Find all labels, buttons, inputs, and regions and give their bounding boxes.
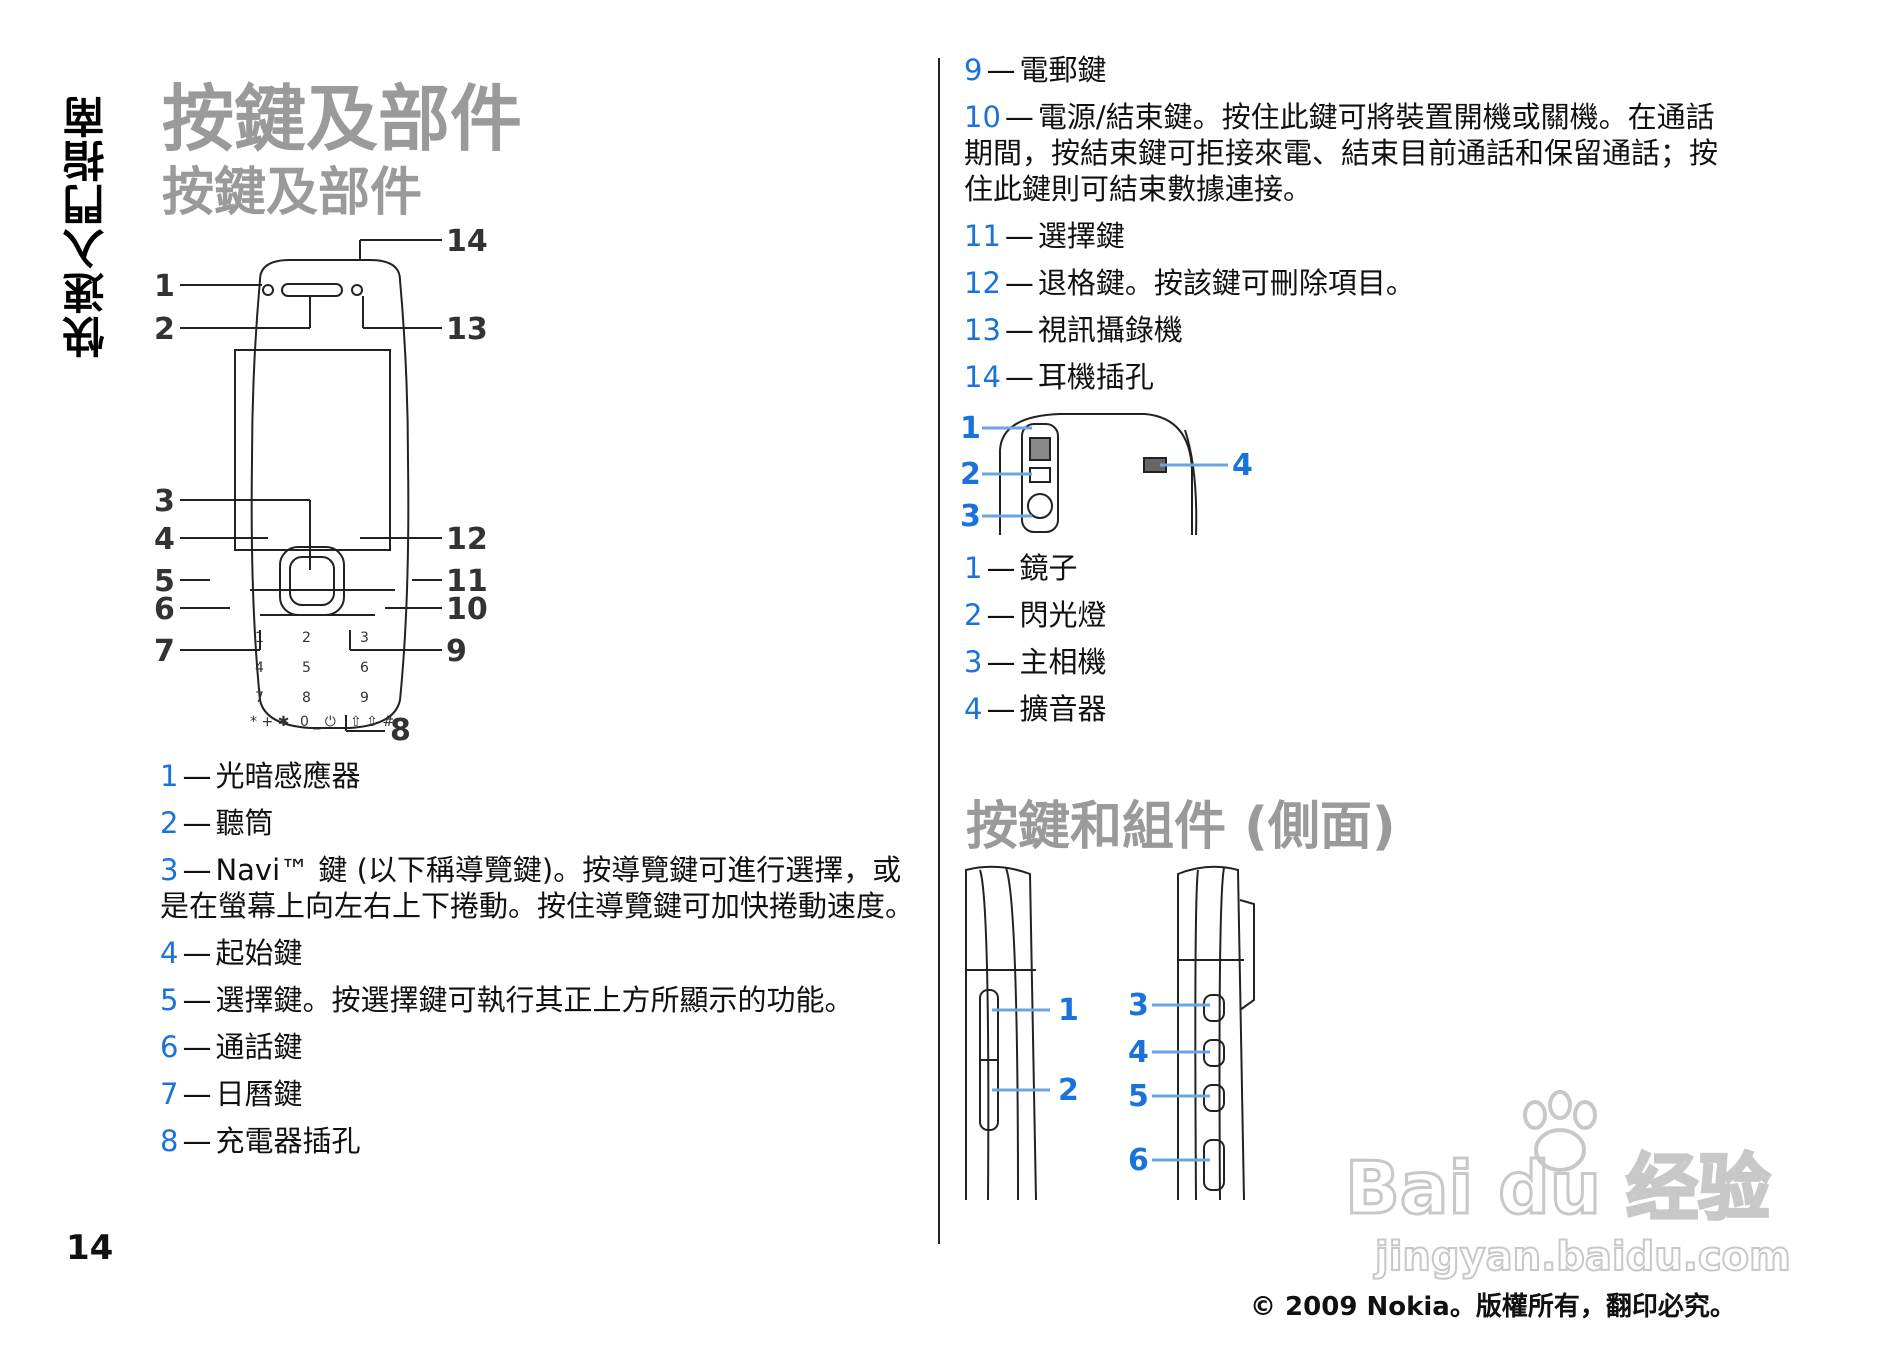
side-callout-2: 2 (1058, 1073, 1079, 1108)
list-item: 7—日曆鍵 (160, 1077, 303, 1111)
list-item: 12—退格鍵。按該鍵可刪除項目。 (964, 266, 1415, 300)
key-9: 9 (360, 690, 369, 706)
list-item: 2—閃光燈 (964, 598, 1107, 632)
list-item: 2—聽筒 (160, 806, 274, 840)
key-7: 7 (255, 690, 264, 706)
back-phone-diagram: 1 2 3 4 (960, 411, 1253, 536)
list-item: 13—視訊攝錄機 (964, 313, 1183, 347)
lens-mirror (1029, 437, 1051, 461)
callout-10: 10 (446, 592, 488, 627)
side-view-left-diagram: 1 2 (965, 865, 1079, 1201)
front-parts-list: 1—光暗感應器 2—聽筒 3—Navi™ 鍵 (以下稱導覽鍵)。按導覽鍵可進行選… (160, 758, 926, 1170)
section-title-side: 按鍵和組件 (側面) (966, 797, 1396, 857)
chapter-side-tab: 快速入門指南 (62, 94, 111, 358)
list-item: 1—鏡子 (964, 551, 1078, 585)
front-parts-list-continued: 9—電郵鍵 10—電源/結束鍵。按住此鍵可將裝置開機或關機。在通話期間，按結束鍵… (964, 52, 1724, 406)
back-callout-1: 1 (960, 411, 981, 446)
list-item: 3—Navi™ 鍵 (以下稱導覽鍵)。按導覽鍵可進行選擇，或是在螢幕上向左右上下… (160, 853, 915, 923)
camera-module (1021, 423, 1059, 533)
key-8: 8 (302, 690, 311, 706)
callout-2: 2 (154, 312, 175, 347)
key-6: 6 (360, 660, 369, 676)
navi-key (289, 556, 335, 606)
back-callout-3: 3 (960, 499, 981, 534)
back-callout-4: 4 (1232, 448, 1253, 483)
key-3: 3 (360, 630, 369, 646)
paw-icon (1534, 1128, 1586, 1172)
phone-body (250, 259, 410, 729)
page-title: 按鍵及部件 (162, 77, 523, 161)
main-camera (1027, 493, 1053, 519)
side-callout-3: 3 (1128, 988, 1149, 1023)
key-4: 4 (255, 660, 264, 676)
callout-11: 11 (446, 564, 488, 599)
section-title-front: 按鍵及部件 (162, 163, 423, 223)
list-item: 10—電源/結束鍵。按住此鍵可將裝置開機或關機。在通話期間，按結束鍵可拒接來電、… (964, 100, 1719, 206)
list-item: 11—選擇鍵 (964, 219, 1125, 253)
screen (234, 349, 391, 551)
callout-1: 1 (154, 269, 175, 304)
list-item: 6—通話鍵 (160, 1030, 303, 1064)
side-view-right-diagram: 3 4 5 6 (1128, 865, 1255, 1201)
list-item: 1—光暗感應器 (160, 759, 361, 793)
callout-3: 3 (154, 484, 175, 519)
callout-13: 13 (446, 312, 488, 347)
side-callout-6: 6 (1128, 1143, 1149, 1178)
key-star: * + ✱ (250, 714, 289, 730)
watermark-url: jingyan.baidu.com (1373, 1234, 1791, 1280)
watermark-brand: Bai du 经验 (1345, 1146, 1770, 1230)
side-callout-4: 4 (1128, 1035, 1149, 1070)
earpiece (281, 283, 343, 297)
list-item: 4—起始鍵 (160, 936, 303, 970)
list-item: 5—選擇鍵。按選擇鍵可執行其正上方所顯示的功能。 (160, 983, 854, 1017)
callout-14: 14 (446, 224, 488, 259)
front-phone-diagram: 1 2 3 4 5 6 7 8 9 * + ✱ 0 _ ⏻ ⇧ ⇧ # 1 2 … (154, 224, 488, 748)
callout-5: 5 (154, 564, 175, 599)
light-sensor (262, 284, 274, 296)
baidu-watermark: Bai du 经验 jingyan.baidu.com (1345, 1090, 1792, 1281)
callout-7: 7 (154, 634, 175, 669)
callout-9: 9 (446, 634, 467, 669)
callout-12: 12 (446, 522, 488, 557)
side-key-3 (1203, 994, 1225, 1022)
side-callout-1: 1 (1058, 993, 1079, 1028)
key-5: 5 (302, 660, 311, 676)
callout-8: 8 (390, 713, 411, 748)
copyright-notice: © 2009 Nokia。版權所有，翻印必究。 (1250, 1292, 1736, 1322)
list-item: 9—電郵鍵 (964, 53, 1107, 87)
key-2: 2 (302, 630, 311, 646)
callout-4: 4 (154, 522, 175, 557)
list-item: 8—充電器插孔 (160, 1124, 361, 1158)
video-camera (351, 284, 363, 296)
key-hash: ⇧ ⇧ # (350, 714, 394, 730)
callout-6: 6 (154, 592, 175, 627)
list-item: 4—擴音器 (964, 692, 1107, 726)
list-item: 14—耳機插孔 (964, 360, 1154, 394)
column-divider (938, 58, 940, 1244)
back-callout-2: 2 (960, 457, 981, 492)
list-item: 3—主相機 (964, 645, 1107, 679)
flash (1029, 467, 1051, 483)
side-key-5 (1203, 1084, 1225, 1112)
side-callout-5: 5 (1128, 1079, 1149, 1114)
key-0: 0 _ ⏻ (300, 714, 336, 730)
page-number: 14 (66, 1228, 114, 1268)
side-key-6 (1203, 1139, 1225, 1191)
back-parts-list: 1—鏡子 2—閃光燈 3—主相機 4—擴音器 (964, 550, 1364, 738)
